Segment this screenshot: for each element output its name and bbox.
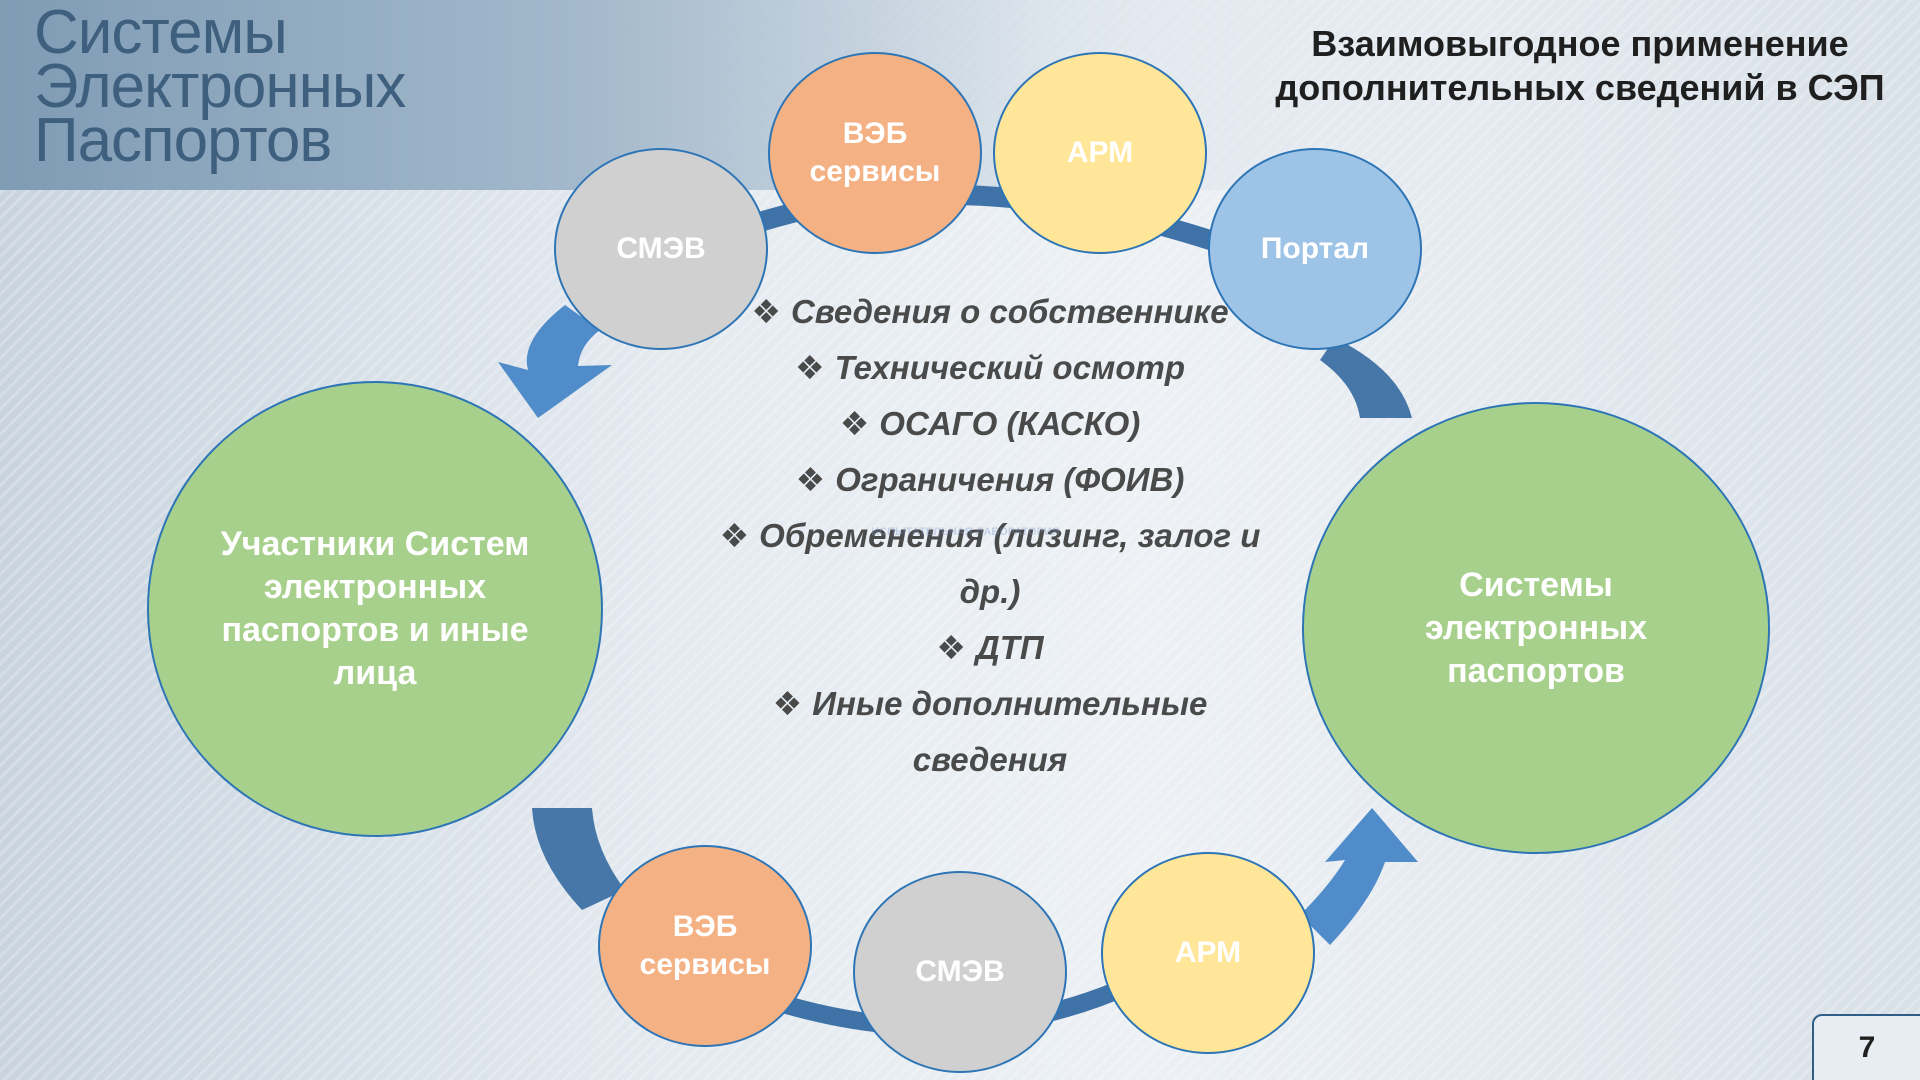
list-item: ❖Обременения (лизинг, залог и др.) bbox=[719, 517, 1261, 610]
top-smev-circle: СМЭВ bbox=[554, 148, 768, 350]
watermark: ИСПЫТАТЕЛЬНАЯ ЛАБОРАТОРИЯ bbox=[871, 526, 1060, 538]
participants-label: Участники Систем электронных паспортов и… bbox=[220, 525, 530, 692]
logo: Системы Электронных Паспортов bbox=[34, 0, 554, 175]
page-number: 7 bbox=[1812, 1014, 1920, 1080]
diamond-bullet-icon: ❖ bbox=[751, 293, 781, 330]
top-arm-circle: АРМ bbox=[993, 52, 1207, 254]
diamond-bullet-icon: ❖ bbox=[719, 517, 750, 554]
bottom-web-services-label: ВЭБ сервисы bbox=[639, 910, 771, 981]
logo-line-3: Паспортов bbox=[34, 106, 332, 175]
list-item: ❖Ограничения (ФОИВ) bbox=[795, 461, 1185, 498]
arrow-top-right bbox=[1320, 338, 1412, 418]
diamond-bullet-icon: ❖ bbox=[839, 405, 870, 442]
slide-title: Взаимовыгодное применение дополнительных… bbox=[1275, 23, 1885, 108]
diamond-bullet-icon: ❖ bbox=[772, 685, 803, 722]
list-item: ❖Иные дополнительные сведения bbox=[772, 685, 1208, 778]
diamond-bullet-icon: ❖ bbox=[795, 349, 825, 386]
diamond-bullet-icon: ❖ bbox=[936, 629, 966, 666]
arrow-top-left bbox=[498, 305, 612, 418]
top-web-services-label: ВЭБ сервисы bbox=[809, 117, 941, 188]
logo-line-1: Системы bbox=[34, 0, 288, 67]
bottom-smev-circle: СМЭВ bbox=[853, 871, 1067, 1073]
bottom-smev-label: СМЭВ bbox=[915, 955, 1005, 988]
top-portal-circle: Портал bbox=[1208, 148, 1422, 350]
systems-label: Системы электронных паспортов bbox=[1424, 565, 1648, 690]
arrow-bottom-left bbox=[532, 808, 625, 910]
logo-line-2: Электронных bbox=[34, 52, 406, 121]
participants-circle: Участники Систем электронных паспортов и… bbox=[147, 381, 603, 837]
bottom-arm-label: АРМ bbox=[1174, 936, 1242, 969]
list-item: ❖ДТП bbox=[936, 629, 1044, 666]
top-web-services-circle: ВЭБ сервисы bbox=[768, 52, 982, 254]
bottom-web-services-circle: ВЭБ сервисы bbox=[598, 845, 812, 1047]
info-list: ❖Сведения о собственнике ❖Технический ос… bbox=[700, 284, 1280, 788]
systems-circle: Системы электронных паспортов bbox=[1302, 402, 1770, 854]
list-item: ❖Технический осмотр bbox=[795, 349, 1185, 386]
arrow-bottom-right bbox=[1300, 808, 1418, 945]
list-item: ❖ОСАГО (КАСКО) bbox=[839, 405, 1141, 442]
top-portal-label: Портал bbox=[1260, 232, 1370, 265]
top-arm-label: АРМ bbox=[1066, 136, 1134, 169]
top-smev-label: СМЭВ bbox=[616, 232, 706, 265]
list-item: ❖Сведения о собственнике bbox=[751, 293, 1229, 330]
diamond-bullet-icon: ❖ bbox=[795, 461, 826, 498]
bottom-arm-circle: АРМ bbox=[1101, 852, 1315, 1054]
